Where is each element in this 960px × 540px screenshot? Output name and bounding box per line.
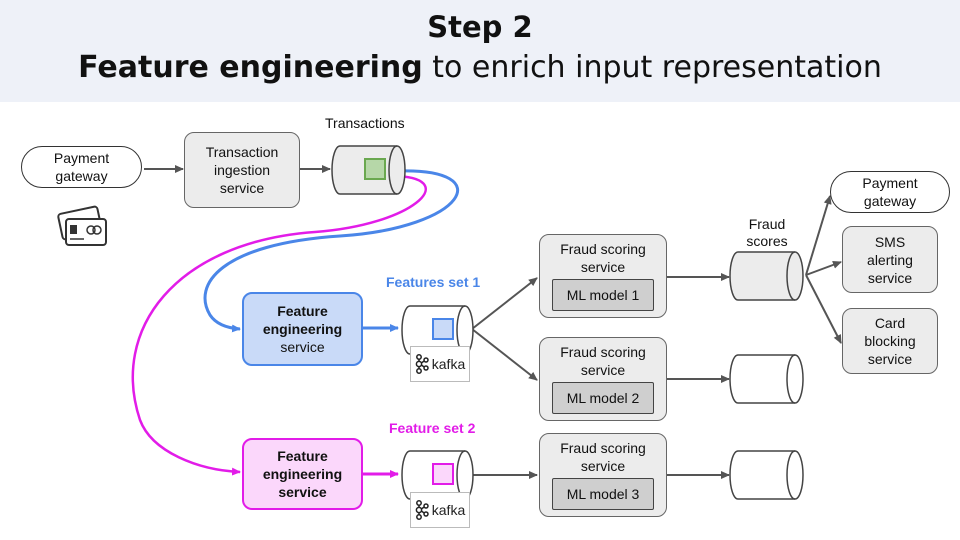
output-topic-2 (729, 354, 804, 404)
card-blocking-service: Card blocking service (842, 308, 938, 374)
card-blocking-label: Card blocking service (864, 315, 916, 367)
fraud-scoring-service-2: Fraud scoring service ML model 2 (539, 337, 667, 421)
sms-alerting-service: SMS alerting service (842, 226, 938, 293)
transaction-ingestion-service: Transaction ingestion service (184, 132, 300, 208)
edge-fs1-scoring2 (471, 328, 538, 381)
transaction-record-icon (364, 158, 386, 180)
ml-model-2-label: ML model 2 (566, 390, 640, 406)
fraud-scoring-service-3: Fraud scoring service ML model 3 (539, 433, 667, 517)
feature-set-2-label: Feature set 2 (389, 420, 476, 436)
edge-scores-sms (805, 261, 842, 276)
transaction-ingestion-label: Transaction ingestion service (205, 144, 279, 196)
feature-engineering-service-2: Feature engineering service (242, 438, 363, 510)
ml-model-1: ML model 1 (552, 279, 654, 311)
kafka-label-2: kafka (431, 502, 466, 518)
edge-scores-gateway (805, 195, 832, 276)
ml-model-1-label: ML model 1 (566, 287, 640, 303)
page-subtitle: Feature engineering to enrich input repr… (0, 50, 960, 85)
features-set-1-label: Features set 1 (386, 274, 481, 290)
payment-gateway-input-label: Payment gateway (53, 150, 110, 184)
header: Step 2 Feature engineering to enrich inp… (0, 0, 960, 102)
payment-gateway-input: Payment gateway (21, 146, 142, 188)
kafka-logo-icon (415, 354, 429, 374)
feature-set-2-topic (401, 450, 474, 500)
subtitle-bold: Feature engineering (78, 50, 423, 85)
feature-record-1-icon (432, 318, 454, 340)
output-topic-3 (729, 450, 804, 500)
sms-alerting-label: SMS alerting service (867, 233, 913, 286)
kafka-logo-icon (415, 500, 429, 520)
fraud-scoring-1-label: Fraud scoring service (560, 241, 646, 275)
edge-transactions-feature-eng-2 (131, 174, 427, 476)
edge-transactions-feature-eng-1 (203, 169, 460, 333)
feature-record-2-icon (432, 463, 454, 485)
ml-model-3-label: ML model 3 (566, 486, 640, 502)
credit-card-icon (57, 205, 107, 246)
kafka-label-1: kafka (431, 356, 466, 372)
transactions-label: Transactions (325, 115, 405, 131)
feature-engineering-1-bold: Feature engineering (262, 303, 343, 337)
fraud-scoring-service-1: Fraud scoring service ML model 1 (539, 234, 667, 318)
kafka-badge-1: kafka (410, 346, 470, 382)
feature-engineering-service-1: Feature engineering service (242, 292, 363, 366)
feature-engineering-2-label: Feature engineering service (262, 448, 343, 500)
edge-fs1-scoring1 (471, 277, 538, 330)
fraud-scores-topic (729, 251, 804, 301)
ml-model-3: ML model 3 (552, 478, 654, 510)
fraud-scoring-3-label: Fraud scoring service (560, 440, 646, 474)
ml-model-2: ML model 2 (552, 382, 654, 414)
edge-scores-cardblock (805, 274, 842, 344)
page-title: Step 2 (427, 10, 533, 44)
payment-gateway-output: Payment gateway (830, 171, 950, 213)
subtitle-rest: to enrich input representation (422, 50, 882, 85)
fraud-scoring-2-label: Fraud scoring service (560, 344, 646, 378)
payment-gateway-output-label: Payment gateway (862, 175, 918, 209)
kafka-badge-2: kafka (410, 492, 470, 528)
fraud-scores-label: Fraud scores (746, 216, 788, 249)
transactions-topic (331, 145, 406, 195)
feature-engineering-1-rest: service (280, 339, 325, 355)
